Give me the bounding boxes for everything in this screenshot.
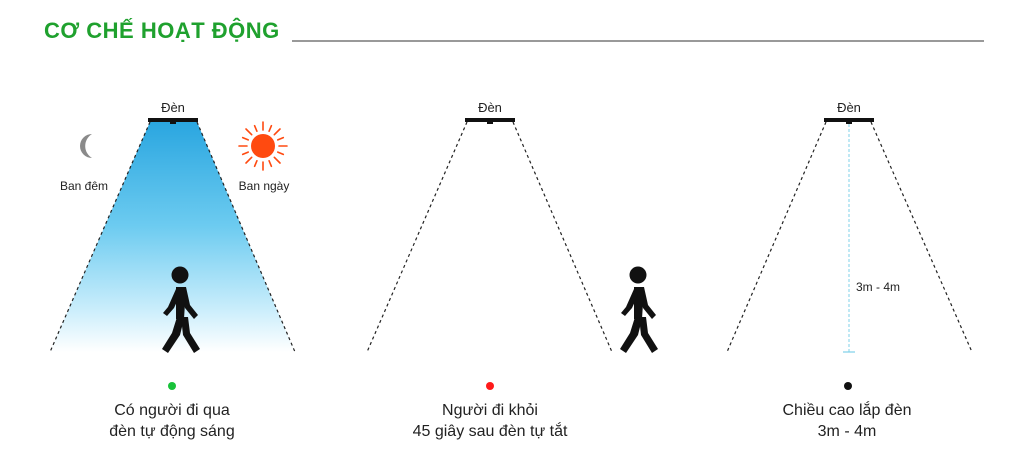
lamp-icon [465,118,515,122]
beam-edge-right [512,121,613,353]
sun-icon [238,121,288,171]
caption-line-2: đèn tự động sáng [109,423,235,440]
lamp-label: Đèn [837,100,861,115]
light-beam [50,122,295,352]
panel-3: Đèn 3m - 4m [726,100,973,390]
beam-edge-right [870,121,973,353]
height-label: 3m - 4m [856,280,900,294]
caption-panel-2: Người đi khỏi 45 giây sau đèn tự tắt [360,400,620,442]
caption-line-2: 3m - 4m [817,423,877,440]
caption-line-2: 45 giây sau đèn tự tắt [412,423,568,440]
caption-line-1: Có người đi qua [114,402,230,419]
lamp-label: Đèn [478,100,502,115]
moon-icon [80,134,92,158]
beam-edge-left [726,121,827,353]
caption-panel-1: Có người đi qua đèn tự động sáng [42,400,302,442]
lamp-icon [148,118,198,122]
status-dot-black [844,382,852,390]
panel-2: Đèn [366,100,658,390]
caption-panel-3: Chiều cao lắp đèn 3m - 4m [717,400,977,442]
status-dot-green [168,382,176,390]
status-dot-red [486,382,494,390]
section-title: CƠ CHẾ HOẠT ĐỘNG [44,18,280,43]
caption-line-1: Người đi khỏi [442,402,538,419]
beam-edge-left [366,121,468,353]
night-label: Ban đêm [60,179,108,193]
title-divider [292,40,984,42]
day-label: Ban ngày [239,179,290,193]
walking-person-icon [620,266,658,353]
caption-line-1: Chiều cao lắp đèn [782,402,912,419]
lamp-label: Đèn [161,100,185,115]
lamp-icon [824,118,874,122]
panel-1: Đèn Ban đêm [49,100,296,390]
